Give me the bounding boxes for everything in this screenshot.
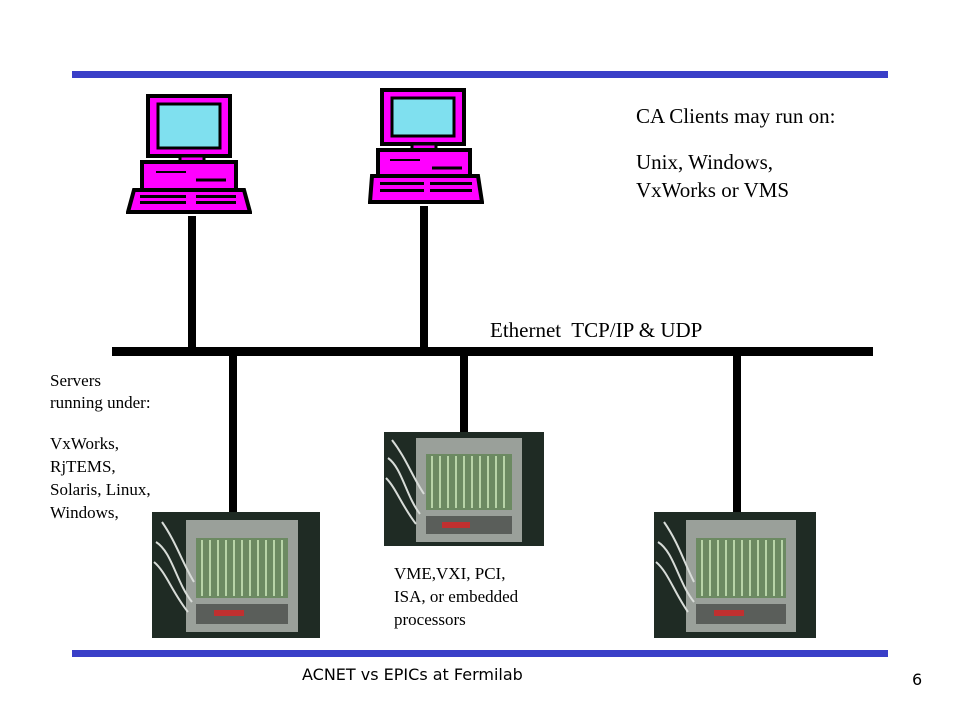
footer-title: ACNET vs EPICs at Fermilab	[302, 665, 523, 684]
servers-os-list: VxWorks, RjTEMS, Solaris, Linux, Windows…	[50, 432, 151, 524]
servers-os-item: Solaris, Linux,	[50, 480, 151, 499]
bottom-rule	[72, 650, 888, 657]
server-2-drop-line	[460, 355, 468, 435]
server-rack-1-image	[152, 512, 320, 638]
clients-os-line-2: VxWorks or VMS	[636, 178, 790, 202]
servers-os-item: VxWorks,	[50, 434, 119, 453]
client-2-drop-line	[420, 206, 428, 350]
hardware-line: processors	[394, 610, 466, 629]
ethernet-bus-line	[112, 347, 873, 356]
client-computer-2-icon	[368, 88, 484, 206]
server-3-drop-line	[733, 355, 741, 515]
servers-heading-line-2: running under:	[50, 393, 151, 412]
ethernet-label: Ethernet TCP/IP & UDP	[490, 318, 703, 342]
clients-os-list: Unix, Windows, VxWorks or VMS	[636, 148, 789, 204]
server-rack-3-image	[654, 512, 816, 638]
client-1-drop-line	[188, 216, 196, 350]
servers-os-item: Windows,	[50, 503, 119, 522]
clients-heading: CA Clients may run on:	[636, 104, 836, 128]
hardware-list: VME,VXI, PCI, ISA, or embedded processor…	[394, 562, 518, 631]
server-rack-2-image	[384, 432, 544, 546]
clients-os-line-1: Unix, Windows,	[636, 150, 774, 174]
servers-heading: Servers running under:	[50, 370, 151, 414]
client-computer-1-icon	[126, 94, 252, 218]
servers-os-item: RjTEMS,	[50, 457, 116, 476]
servers-heading-line-1: Servers	[50, 371, 101, 390]
page-number: 6	[912, 670, 923, 689]
server-1-drop-line	[229, 355, 237, 515]
hardware-line: ISA, or embedded	[394, 587, 519, 606]
top-rule	[72, 71, 888, 78]
hardware-line: VME,VXI, PCI,	[394, 564, 506, 583]
